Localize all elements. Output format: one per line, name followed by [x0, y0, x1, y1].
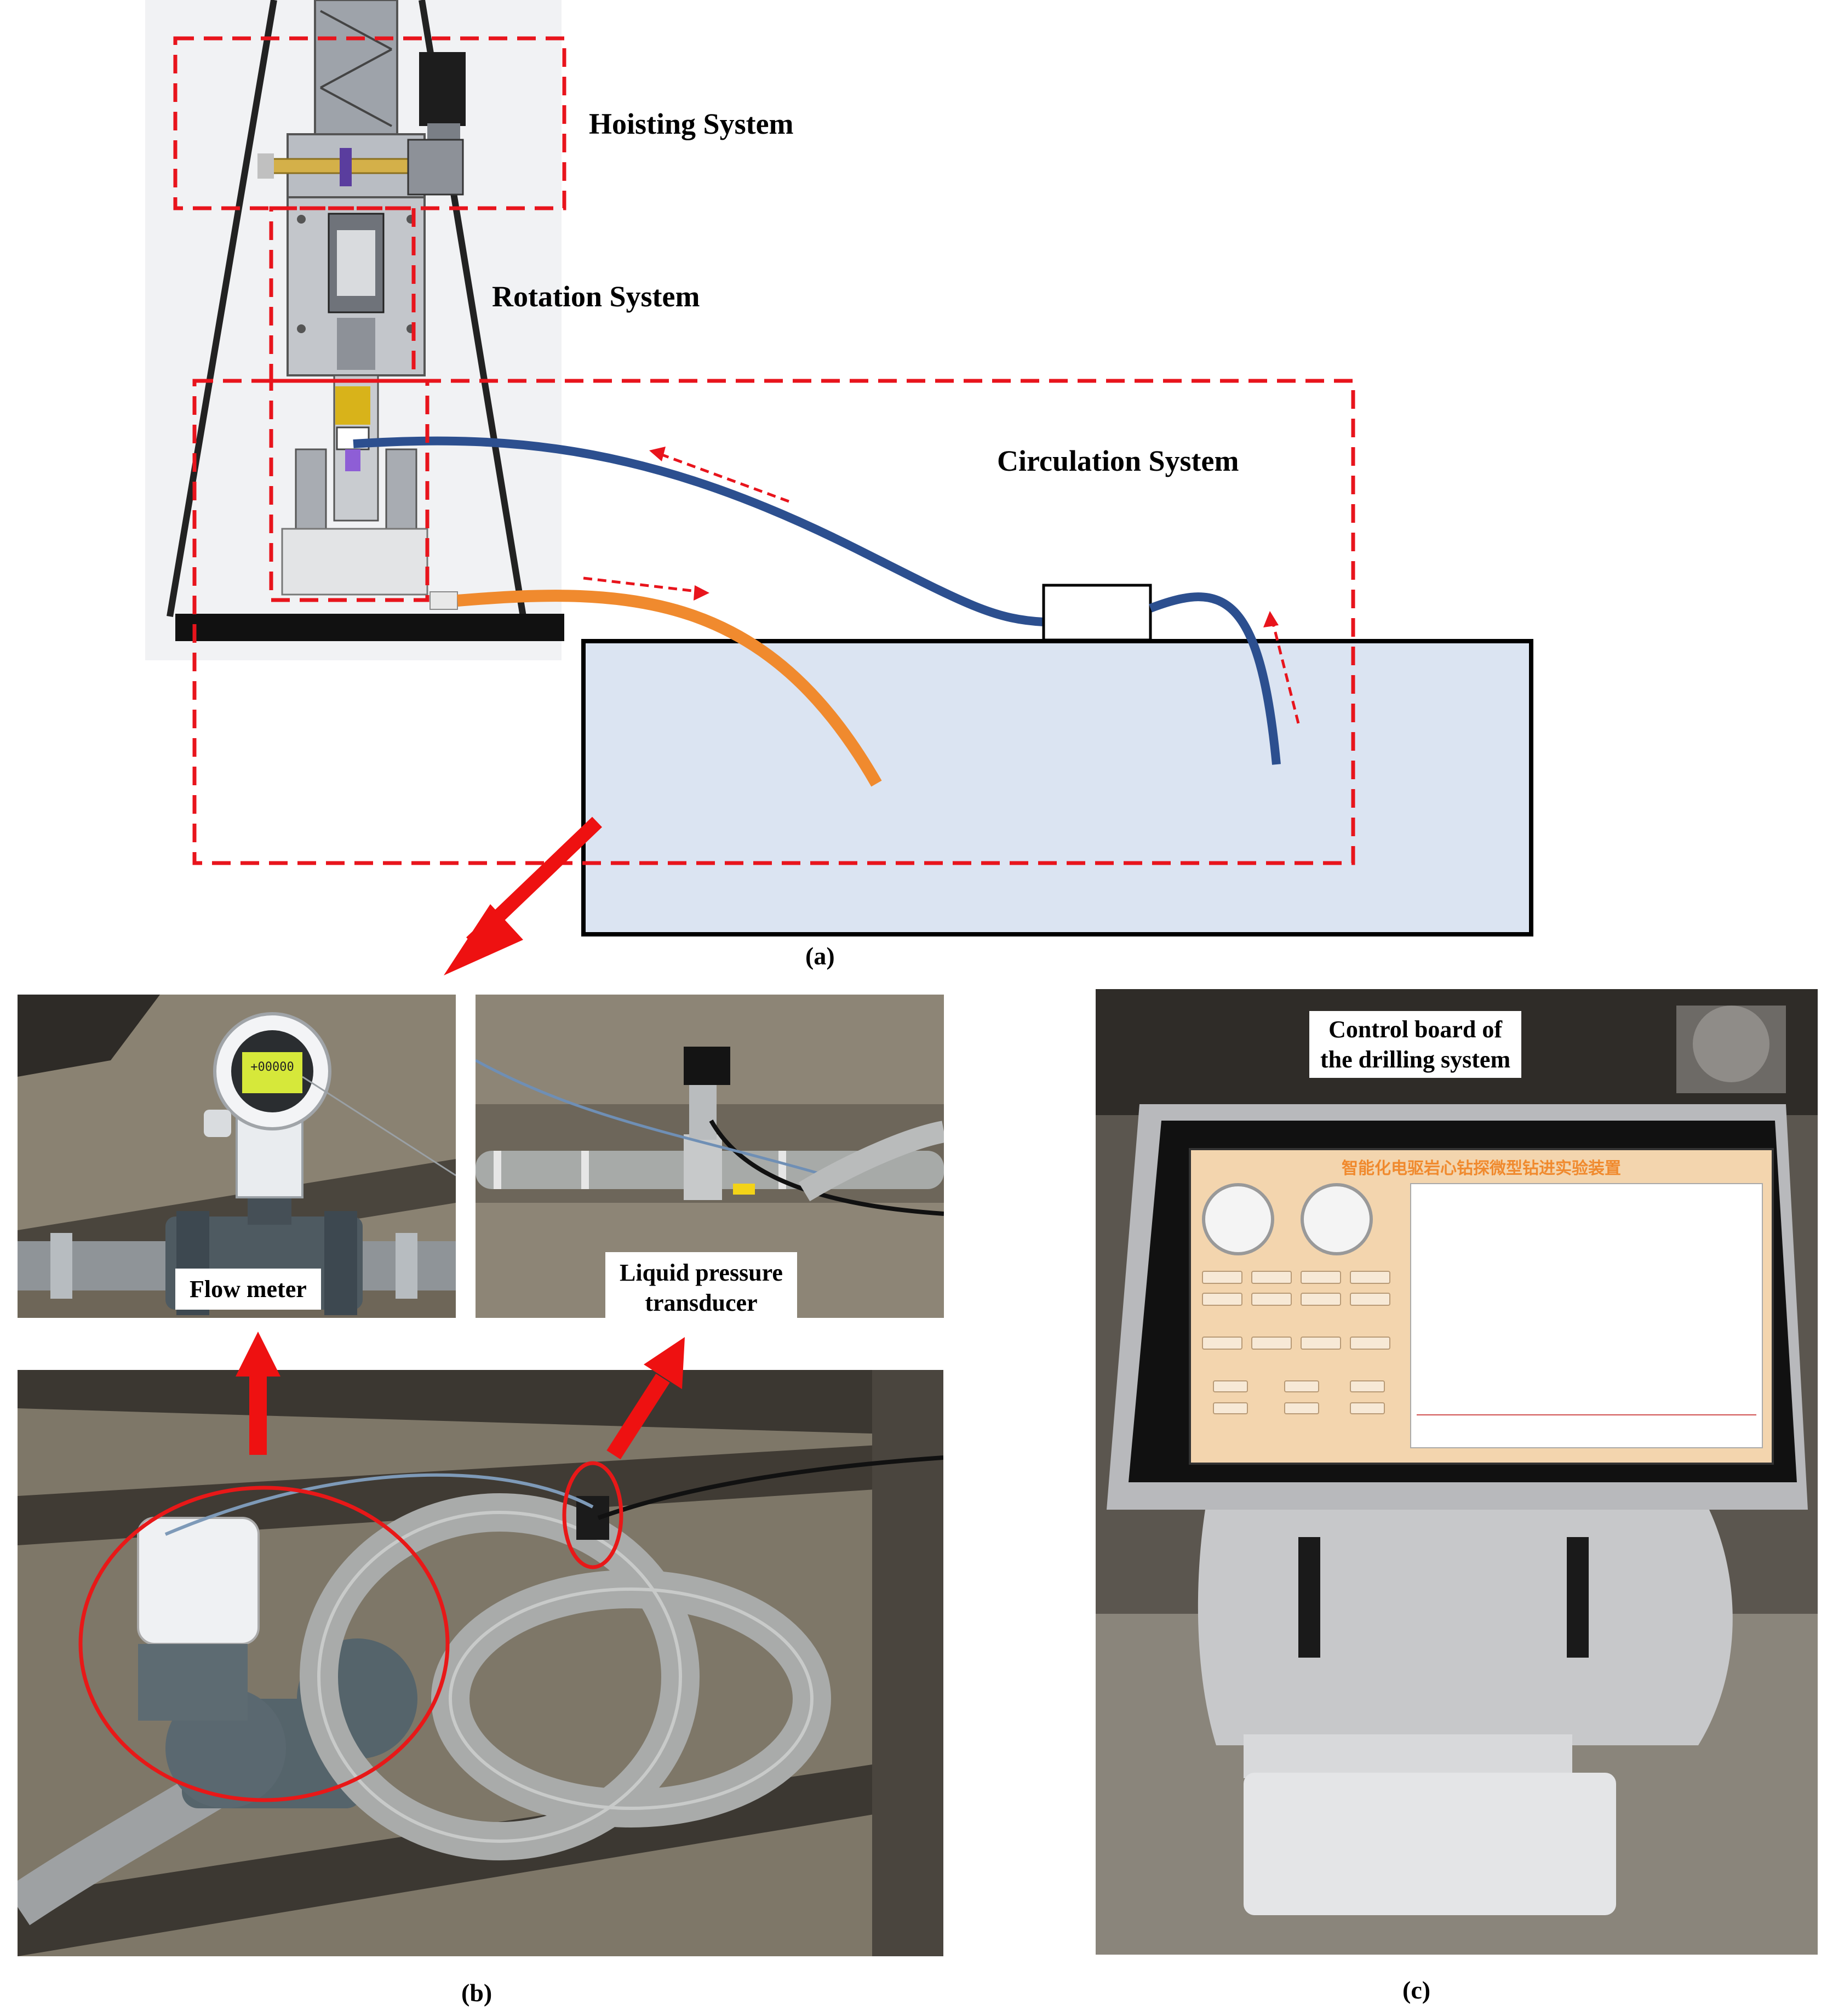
circulation-system-label: Circulation System	[997, 444, 1239, 477]
rig-platform	[175, 614, 564, 641]
screen-control-button	[1301, 1337, 1341, 1350]
screen-control-button	[1301, 1293, 1341, 1306]
screen-control-button	[1251, 1271, 1292, 1284]
control-board-callout: Control board of the drilling system	[1309, 1011, 1522, 1078]
rotation-coupling	[337, 318, 375, 370]
derrick-leg-left	[167, 0, 277, 617]
rig-base-block	[281, 528, 428, 596]
clamp-right	[385, 448, 417, 533]
return-hose-lower	[1149, 592, 1281, 765]
screen-control-button	[1350, 1380, 1385, 1392]
pressure-gauge-2	[1301, 1183, 1373, 1255]
circulation-box	[192, 379, 1355, 865]
screen-control-button	[1301, 1271, 1341, 1284]
water-tank	[581, 639, 1533, 936]
shaft-collar	[340, 148, 352, 186]
panel-a-label: (a)	[805, 942, 835, 970]
flow-arrowheads	[649, 447, 1279, 627]
plot-baseline	[1417, 1414, 1756, 1415]
return-hose-upper	[353, 436, 1044, 626]
pressure-callout-line2: transducer	[645, 1289, 758, 1316]
control-screen: 智能化电驱岩心钻探微型钻进实验装置	[1189, 1148, 1774, 1465]
pump-box	[1042, 584, 1152, 642]
screen-control-button	[1251, 1337, 1292, 1350]
panel-c-label: (c)	[1402, 1976, 1431, 2004]
screen-plot-area	[1410, 1183, 1763, 1448]
screen-control-button	[1350, 1271, 1390, 1284]
pressure-transducer-callout: Liquid pressure transducer	[605, 1252, 797, 1323]
flow-meter-lcd: +00000	[250, 1060, 294, 1074]
zoom-arrow-head	[444, 904, 523, 975]
pressure-transducer-photo	[476, 995, 944, 1318]
panel-a-schematic	[145, 0, 1533, 975]
screen-control-button	[1350, 1337, 1390, 1350]
gearbox	[407, 139, 464, 196]
system-boxes	[173, 36, 1355, 865]
flow-meter-callout: Flow meter	[175, 1269, 321, 1310]
control-callout-line2: the drilling system	[1320, 1046, 1511, 1073]
pressure-transducer-illustration	[476, 995, 944, 1318]
pressure-callout-line1: Liquid pressure	[620, 1259, 783, 1286]
mast-lattice-lines	[320, 10, 392, 127]
hoisting-system-label: Hoisting System	[589, 107, 794, 140]
screen-control-button	[1213, 1402, 1248, 1414]
inlet-hose	[457, 590, 882, 787]
circulation-overview-photo	[18, 1370, 943, 1956]
screen-control-button	[1202, 1271, 1242, 1284]
rotation-motor-window	[337, 230, 375, 296]
swivel-joint	[335, 386, 370, 425]
screen-control-button	[1202, 1293, 1242, 1306]
flow-meter-photo: +00000	[18, 995, 456, 1318]
control-board-illustration	[1096, 989, 1818, 1955]
screen-control-button	[1251, 1293, 1292, 1306]
circulation-overview-illustration	[18, 1370, 943, 1956]
clamp-left	[295, 448, 327, 533]
rotation-box-lower	[269, 379, 429, 602]
screen-control-button	[1284, 1402, 1319, 1414]
screen-control-button	[1350, 1293, 1390, 1306]
screen-control-button	[1284, 1380, 1319, 1392]
lattice-mast	[314, 0, 398, 144]
hose-fitting	[429, 591, 458, 610]
swivel-seal	[345, 449, 360, 471]
flow-direction-arrows	[583, 450, 1300, 724]
rotation-system-label: Rotation System	[492, 280, 700, 313]
screen-control-button	[1202, 1337, 1242, 1350]
control-callout-line1: Control board of	[1328, 1016, 1503, 1043]
screen-control-button	[1350, 1402, 1385, 1414]
panel-b-label: (b)	[461, 1979, 492, 2007]
screen-control-button	[1213, 1380, 1248, 1392]
panel-a: Hoisting System Rotation System Circulat…	[0, 0, 1827, 981]
pressure-gauge-1	[1202, 1183, 1274, 1255]
screen-title: 智能化电驱岩心钻探微型钻进实验装置	[1342, 1159, 1621, 1178]
hoist-motor	[419, 52, 466, 126]
shaft-end-cap	[257, 153, 274, 179]
control-board-photo: 智能化电驱岩心钻探微型钻进实验装置	[1096, 989, 1818, 1955]
